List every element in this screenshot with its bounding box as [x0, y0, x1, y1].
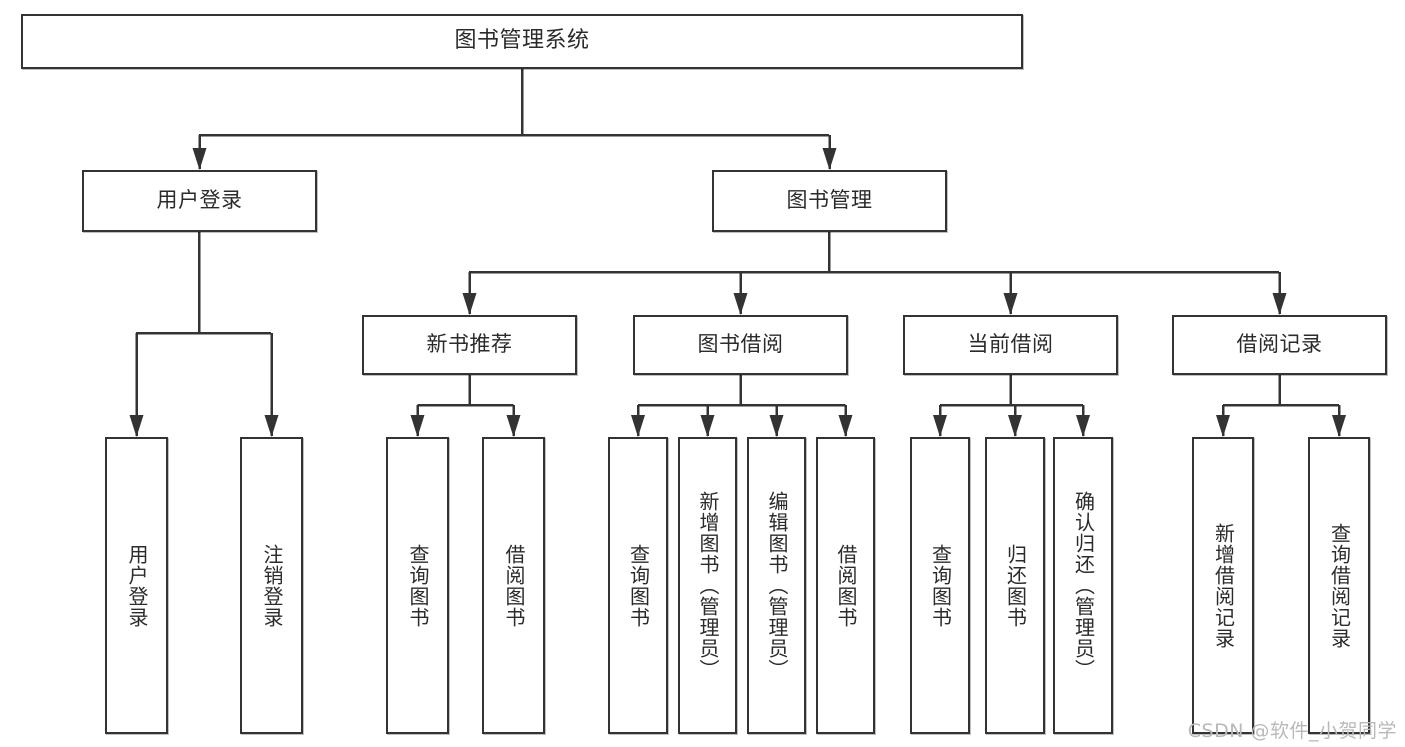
node-leaf-confirm-return-admin[interactable]: 确认归还（管理员）: [1053, 437, 1113, 734]
node-new-book-recommend[interactable]: 新书推荐: [362, 315, 577, 375]
arrow-head-icon-current-borrow: [1003, 293, 1018, 315]
arrow-head-icon-borrow-record: [1272, 293, 1287, 315]
node-label: 图书管理: [786, 188, 873, 213]
arrow-head-icon-leaf-borrow-book-rec: [506, 415, 521, 437]
arrow-head-icon-user-login: [192, 148, 207, 170]
node-leaf-query-borrow-record[interactable]: 查询借阅记录: [1308, 437, 1370, 734]
arrow-head-icon-leaf-add-book-admin: [700, 415, 715, 437]
node-current-borrow[interactable]: 当前借阅: [903, 315, 1118, 375]
arrow-head-icon-book-manage: [822, 148, 837, 170]
node-label: 查询图书: [406, 543, 430, 628]
node-borrow-record[interactable]: 借阅记录: [1172, 315, 1387, 375]
node-book-borrow[interactable]: 图书借阅: [633, 315, 848, 375]
arrow-head-icon-leaf-return-book: [1008, 415, 1022, 437]
node-label: 借阅记录: [1236, 332, 1323, 357]
node-label: 归还图书: [1003, 543, 1028, 628]
node-leaf-borrow-book-bor[interactable]: 借阅图书: [816, 437, 875, 734]
node-label: 编辑图书（管理员）: [765, 491, 789, 680]
arrow-head-icon-new-book-recommend: [462, 293, 477, 315]
node-label: 查询图书: [928, 543, 953, 628]
node-label: 查询图书: [626, 543, 651, 628]
arrow-head-icon-leaf-add-borrow-record: [1216, 415, 1230, 437]
arrow-head-icon-leaf-user-login: [129, 415, 144, 437]
arrow-head-icon-leaf-query-book-rec: [410, 415, 425, 437]
node-leaf-add-book-admin[interactable]: 新增图书（管理员）: [678, 437, 737, 734]
arrow-head-icon-leaf-borrow-book-bor: [838, 415, 853, 437]
node-leaf-query-book-cur[interactable]: 查询图书: [910, 437, 970, 734]
node-label: 查询借阅记录: [1327, 522, 1352, 649]
node-book-manage[interactable]: 图书管理: [712, 170, 947, 232]
node-leaf-edit-book-admin[interactable]: 编辑图书（管理员）: [747, 437, 806, 734]
arrow-head-icon-leaf-query-borrow-record: [1332, 415, 1346, 437]
arrow-head-icon-book-borrow: [733, 293, 748, 315]
node-label: 新增图书（管理员）: [696, 491, 720, 680]
node-leaf-add-borrow-record[interactable]: 新增借阅记录: [1192, 437, 1254, 734]
node-label: 借阅图书: [834, 543, 858, 628]
node-label: 借阅图书: [502, 543, 526, 628]
node-label: 图书管理系统: [454, 28, 590, 54]
node-label: 新增借阅记录: [1211, 522, 1236, 649]
node-leaf-borrow-book-rec[interactable]: 借阅图书: [482, 437, 545, 734]
node-leaf-user-login[interactable]: 用户登录: [105, 437, 168, 734]
node-label: 当前借阅: [967, 332, 1054, 357]
arrow-head-icon-leaf-user-logout: [264, 415, 279, 437]
arrow-head-icon-leaf-confirm-return-admin: [1076, 415, 1090, 437]
arrow-head-icon-leaf-edit-book-admin: [769, 415, 784, 437]
node-leaf-user-logout[interactable]: 注销登录: [240, 437, 303, 734]
node-label: 图书借阅: [697, 332, 784, 357]
node-leaf-return-book[interactable]: 归还图书: [985, 437, 1045, 734]
arrow-head-icon-leaf-query-book-cur: [933, 415, 947, 437]
node-label: 用户登录: [156, 188, 243, 213]
node-label: 确认归还（管理员）: [1071, 491, 1096, 680]
node-leaf-query-book-rec[interactable]: 查询图书: [386, 437, 449, 734]
node-label: 新书推荐: [426, 332, 513, 357]
node-label: 注销登录: [260, 543, 284, 628]
node-user-login[interactable]: 用户登录: [82, 170, 317, 232]
node-label: 用户登录: [125, 543, 149, 628]
arrow-head-icon-leaf-query-book-bor: [631, 415, 645, 437]
node-leaf-query-book-bor[interactable]: 查询图书: [608, 437, 668, 734]
node-root-system[interactable]: 图书管理系统: [21, 14, 1023, 69]
